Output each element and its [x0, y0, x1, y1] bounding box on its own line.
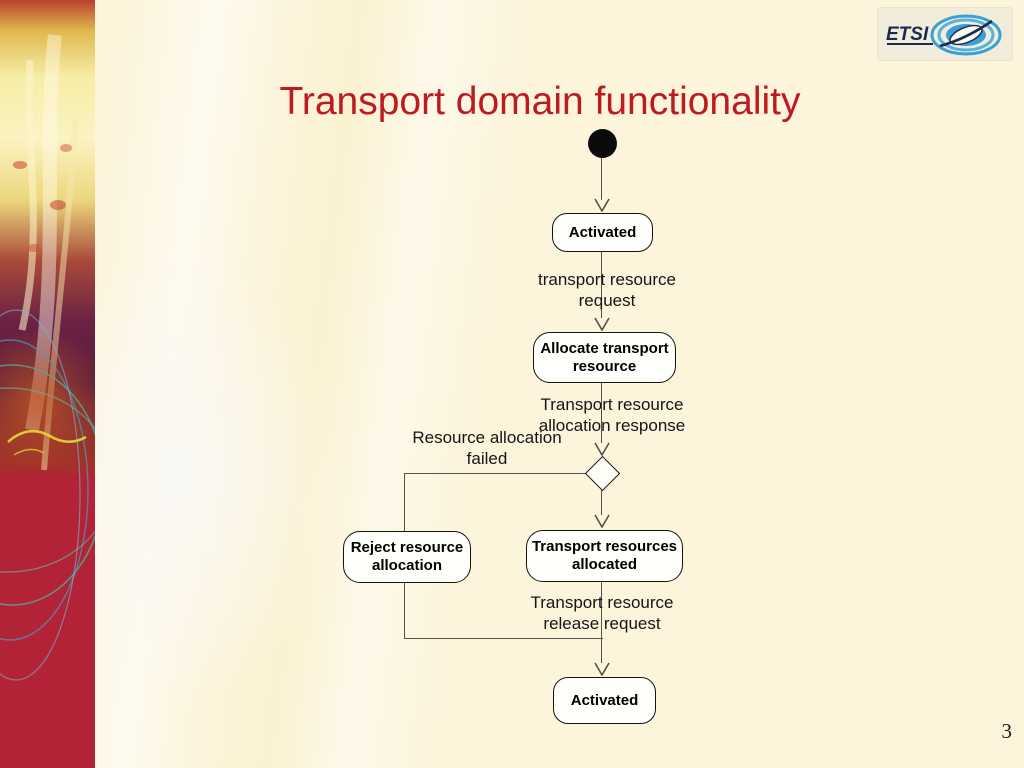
flow-line	[601, 250, 603, 318]
initial-node	[588, 129, 617, 158]
edge-label-resource-allocation-failed: Resource allocation failed	[412, 428, 562, 468]
etsi-logo: ETSI	[878, 8, 1012, 60]
slide-title: Transport domain functionality	[279, 80, 801, 123]
edge-label-allocation-response: Transport resource allocation response	[538, 395, 686, 435]
etsi-globe-icon: ETSI	[886, 14, 1002, 56]
flow-line	[404, 581, 406, 639]
edge-label-transport-resource-request: transport resource request	[538, 270, 676, 310]
arrowhead-icon	[594, 514, 610, 528]
state-label: Allocate transport resource	[540, 339, 669, 375]
edge-label-release-request: Transport resource release request	[530, 593, 674, 633]
flow-line	[405, 473, 587, 475]
decorative-art-strip	[0, 0, 95, 768]
flow-line	[601, 490, 603, 515]
etsi-logo-text: ETSI	[886, 24, 929, 45]
flow-line	[404, 473, 406, 532]
state-label: Activated	[570, 691, 639, 709]
state-transport-resources-allocated: Transport resources allocated	[526, 530, 683, 582]
state-activated-bottom: Activated	[553, 677, 656, 724]
state-allocate-transport-resource: Allocate transport resource	[533, 332, 676, 383]
state-label: Reject resource allocation	[350, 539, 464, 574]
arrowhead-icon	[594, 442, 610, 456]
flow-line	[404, 638, 603, 640]
decision-diamond	[584, 455, 621, 492]
arrowhead-icon	[594, 198, 610, 212]
flow-line	[601, 581, 603, 663]
flow-line	[601, 157, 603, 200]
state-label: Activated	[568, 223, 637, 241]
arrowhead-icon	[594, 317, 610, 331]
state-reject-resource-allocation: Reject resource allocation	[343, 531, 471, 583]
abstract-flame-globe-art	[0, 0, 95, 768]
page-number: 3	[1001, 719, 1013, 743]
state-activated-top: Activated	[552, 213, 653, 252]
arrowhead-icon	[594, 662, 610, 676]
state-label: Transport resources allocated	[531, 538, 678, 573]
flow-line	[601, 381, 603, 443]
